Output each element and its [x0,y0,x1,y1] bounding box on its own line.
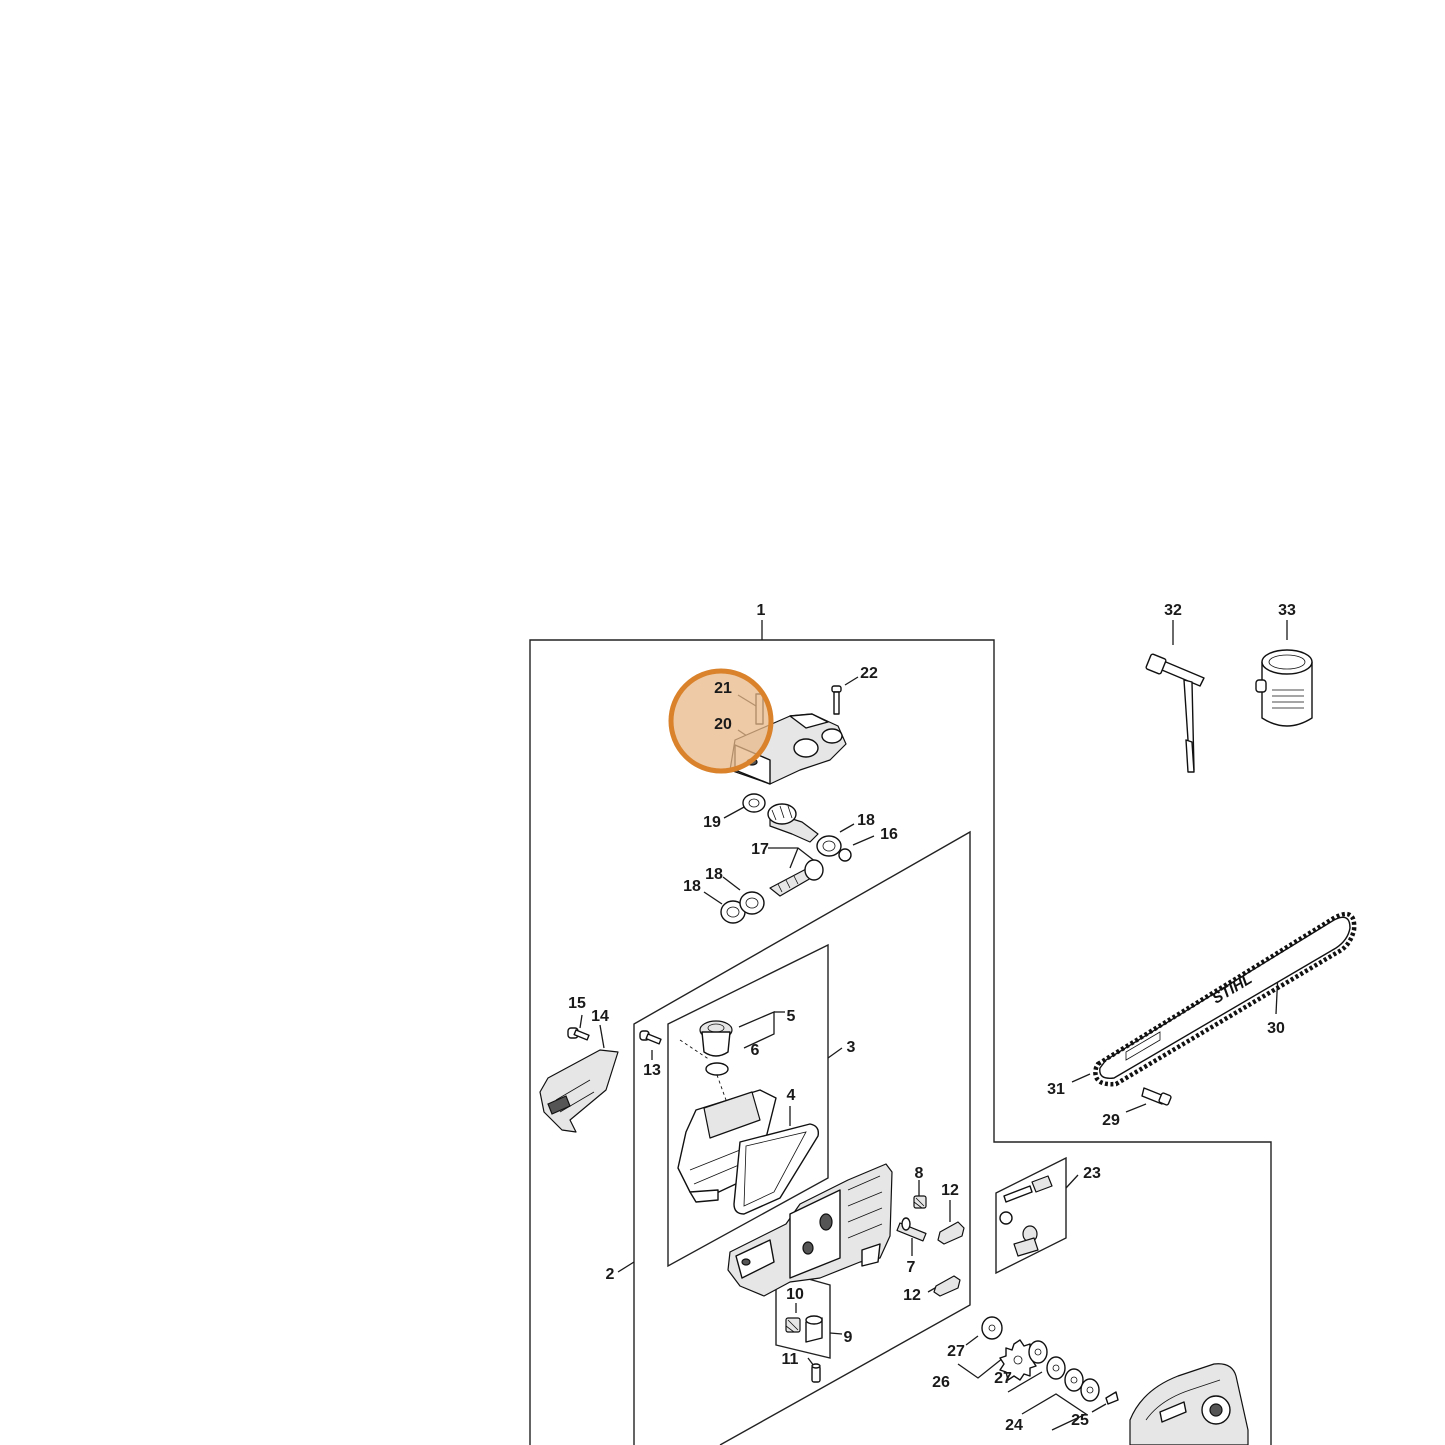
callout-19: 19 [703,814,721,831]
callout-12-upper: 12 [941,1182,959,1199]
sprocket-and-washers [981,1316,1119,1405]
part-2-gear-case [727,1163,893,1297]
callout-14: 14 [591,1008,609,1025]
callout-25: 25 [1071,1412,1089,1429]
part-14-guard [539,1027,619,1133]
callout-10: 10 [786,1286,804,1303]
leader-lines [579,620,1288,1431]
callout-3: 3 [847,1039,856,1056]
callout-15: 15 [568,995,586,1012]
callout-33: 33 [1278,602,1296,619]
callout-26: 26 [932,1374,950,1391]
sprocket-cover [1129,1363,1249,1445]
bearings-and-shafts [720,793,852,924]
part-8-screw [913,1195,927,1209]
part-29-stud [1141,1087,1172,1106]
callout-1: 1 [757,602,766,619]
part-4-gasket [733,1123,820,1215]
part-5-oil-cap [679,1020,733,1101]
callout-20: 20 [714,716,732,733]
highlight-marker [668,668,774,774]
callout-27-left: 27 [947,1343,965,1360]
callout-30: 30 [1267,1020,1285,1037]
part-13-screw [639,1030,662,1045]
part-7-stud [896,1217,927,1242]
callout-16: 16 [880,826,898,843]
callout-8: 8 [915,1165,924,1182]
callout-18-left: 18 [683,878,701,895]
callout-27-right: 27 [994,1370,1012,1387]
callout-31: 31 [1047,1081,1065,1098]
callout-11: 11 [782,1351,799,1368]
part-12-slide-lower [933,1275,961,1297]
part-32-wrench [1145,653,1205,773]
part-23-tensioner [999,1175,1053,1257]
callout-18-mid: 18 [705,866,723,883]
callout-labels: 1 2 3 4 5 6 7 8 9 10 11 12 12 13 14 15 1… [568,602,1296,1434]
part-33-grease-tin [1255,649,1313,727]
part-30-guide-bar: STIHL [1099,916,1351,1079]
callout-22: 22 [860,665,878,682]
callout-24: 24 [1005,1417,1023,1434]
callout-12-lower: 12 [903,1287,921,1304]
callout-23: 23 [1083,1165,1101,1182]
part-22-screw [831,685,842,715]
frame-lines [529,639,1272,1445]
callout-13: 13 [643,1062,661,1079]
callout-17: 17 [751,841,769,858]
part-9-nut [805,1315,823,1343]
callout-2: 2 [606,1266,615,1283]
callout-32: 32 [1164,602,1182,619]
part-10-screw [785,1317,801,1333]
part-31-saw-chain [1093,911,1357,1087]
callout-4: 4 [787,1087,796,1104]
part-12-slide-upper [937,1221,965,1245]
callout-21: 21 [714,680,732,697]
callout-9: 9 [844,1329,853,1346]
callout-29: 29 [1102,1112,1120,1129]
part-oil-tank [677,1089,777,1203]
callout-5: 5 [787,1008,796,1025]
callout-18-right: 18 [857,812,875,829]
part-11-pin [811,1363,821,1383]
callout-7: 7 [907,1259,916,1276]
callout-6: 6 [751,1042,760,1059]
